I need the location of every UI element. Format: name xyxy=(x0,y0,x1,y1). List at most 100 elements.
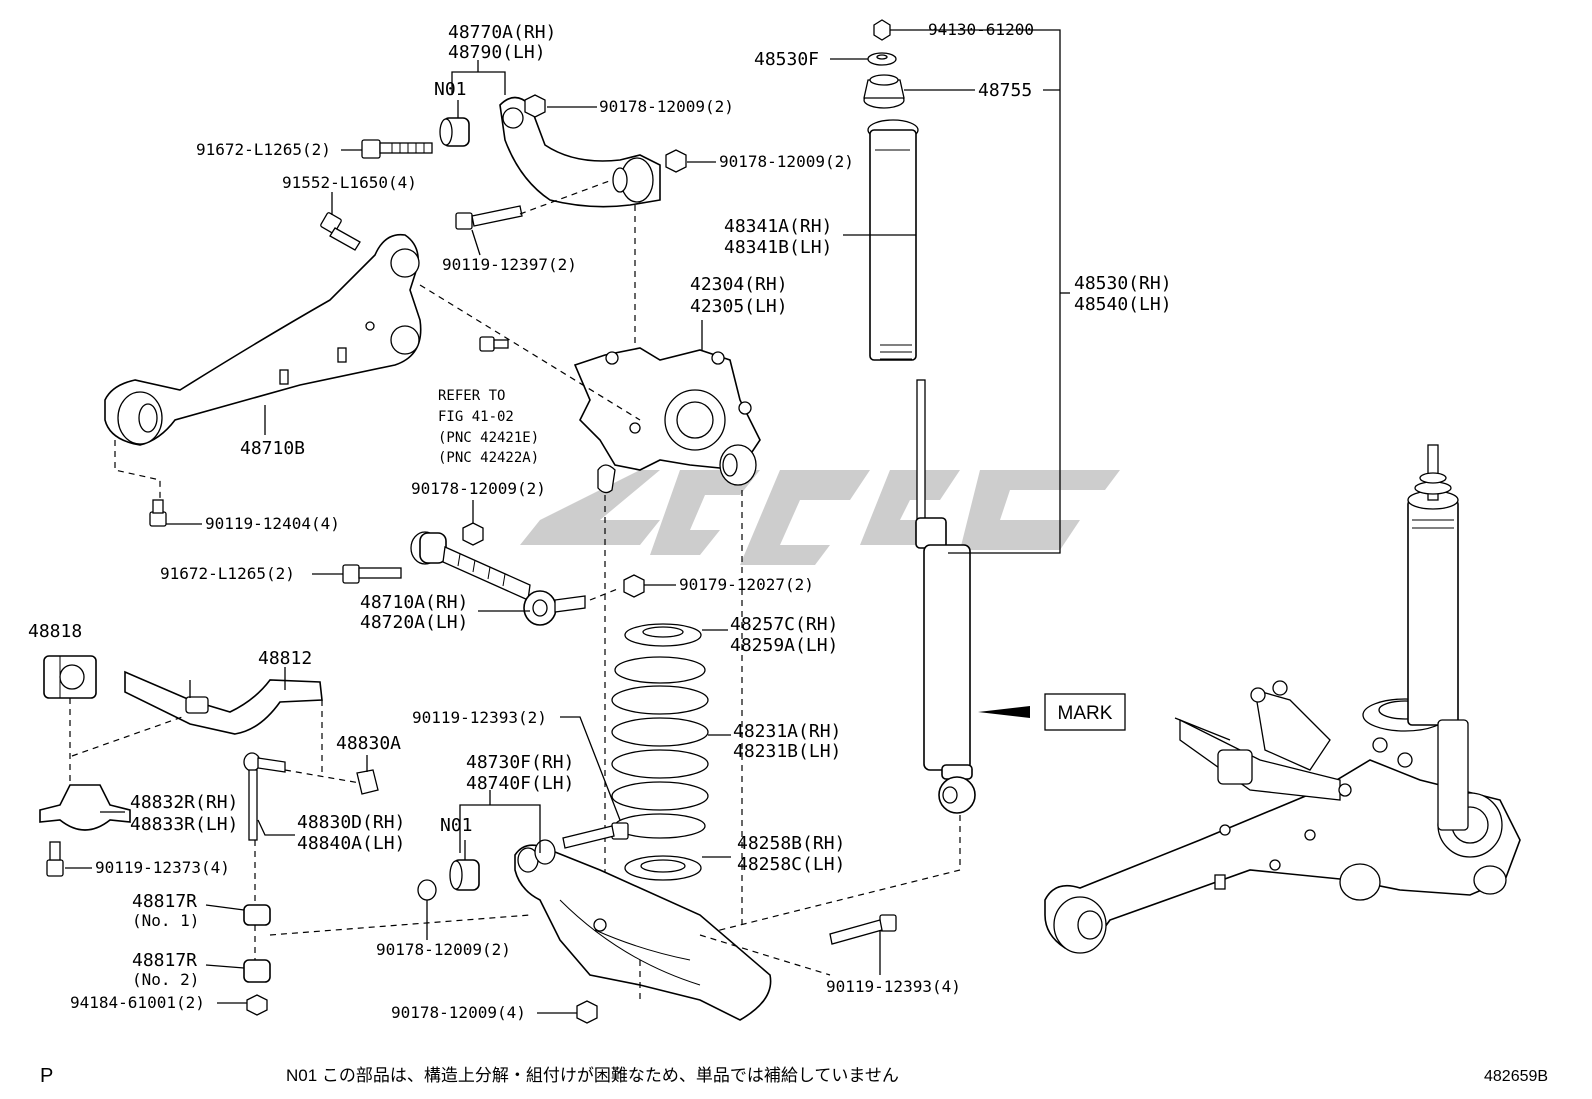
label-48258C: 48258C(LH) xyxy=(737,854,845,875)
label-48740F: 48740F(LH) xyxy=(466,773,574,794)
label-90178-c: 90178-12009(2) xyxy=(411,479,546,498)
label-90178-a: 90178-12009(2) xyxy=(599,97,734,116)
part-labels: 48770A(RH) 48790(LH) N01 90178-12009(2) … xyxy=(28,20,1172,1022)
stabilizer-link-48830D xyxy=(243,752,286,841)
footer: P N01 この部品は、構造上分解・組付けが困難なため、単品では補給していません… xyxy=(40,1065,1548,1087)
bolt-knuckle-ref xyxy=(479,336,509,352)
bushing-n01-top xyxy=(439,117,470,147)
nut-90179 xyxy=(623,574,645,598)
bolt-91672-top xyxy=(361,139,433,159)
label-48341B: 48341B(LH) xyxy=(724,237,832,258)
label-48830A: 48830A xyxy=(336,733,401,754)
label-42304: 42304(RH) xyxy=(690,274,788,295)
label-n01-top: N01 xyxy=(434,79,467,100)
bracket-48832R xyxy=(39,784,131,831)
mark-label: MARK xyxy=(1058,703,1113,724)
label-48812: 48812 xyxy=(258,648,312,669)
label-refer-4: (PNC 42422A) xyxy=(438,450,539,466)
label-90119-12404: 90119-12404(4) xyxy=(205,514,340,533)
label-91552: 91552-L1650(4) xyxy=(282,173,417,192)
label-48830D: 48830D(RH) xyxy=(297,812,405,833)
label-94184: 94184-61001(2) xyxy=(70,993,205,1012)
label-48258B: 48258B(RH) xyxy=(737,833,845,854)
bolt-90119-12393-a xyxy=(562,822,629,849)
dust-boot-48341A xyxy=(867,119,919,361)
label-48817R-2: 48817R xyxy=(132,950,197,971)
label-48730F: 48730F(RH) xyxy=(466,752,574,773)
label-48530F: 48530F xyxy=(754,49,819,70)
bolt-90119-12393-b xyxy=(829,914,897,945)
label-no1: (No. 1) xyxy=(132,911,199,930)
label-48720A: 48720A(LH) xyxy=(360,612,468,633)
label-48257C: 48257C(RH) xyxy=(730,614,838,635)
label-48710A: 48710A(RH) xyxy=(360,592,468,613)
label-48259A: 48259A(LH) xyxy=(730,635,838,656)
bolt-91552 xyxy=(320,212,361,251)
label-90178-e: 90178-12009(4) xyxy=(391,1003,526,1022)
bolt-90119-12373 xyxy=(46,841,64,877)
label-90179: 90179-12027(2) xyxy=(679,575,814,594)
cap-48830A xyxy=(356,769,379,795)
shock-nut-94130 xyxy=(873,19,891,41)
bolt-90119-12404 xyxy=(149,499,167,527)
label-refer-1: REFER TO xyxy=(438,388,505,404)
bolt-90119-12397 xyxy=(455,205,523,230)
label-90178-d: 90178-12009(2) xyxy=(376,940,511,959)
nut-90178-b xyxy=(665,149,687,173)
coil-spring-48231A xyxy=(611,656,709,839)
knuckle-42304 xyxy=(573,347,761,494)
label-48818: 48818 xyxy=(28,621,82,642)
label-48832R: 48832R(RH) xyxy=(130,792,238,813)
label-91672-b: 91672-L1265(2) xyxy=(160,564,295,583)
lateral-link-48710A xyxy=(410,531,586,626)
label-48790: 48790(LH) xyxy=(448,42,546,63)
lower-arm-48730F xyxy=(514,839,772,1021)
label-90178-b: 90178-12009(2) xyxy=(719,152,854,171)
figure-id: 482659B xyxy=(1484,1068,1548,1085)
trailing-arm-48710B xyxy=(104,233,422,446)
label-90119-12393-a: 90119-12393(2) xyxy=(412,708,547,727)
label-48817R-1: 48817R xyxy=(132,891,197,912)
label-48840A: 48840A(LH) xyxy=(297,833,405,854)
stabilizer-bar-48812 xyxy=(124,670,323,735)
footer-note: N01 この部品は、構造上分解・組付けが困難なため、単品では補給していません xyxy=(286,1066,899,1085)
nut-94184 xyxy=(246,994,268,1016)
bolt-91672-bottom xyxy=(342,564,402,584)
nut-90178-c xyxy=(462,522,484,546)
mark-callout: MARK xyxy=(1044,693,1126,731)
leader-lines xyxy=(65,29,1070,1014)
label-refer-2: FIG 41-02 xyxy=(438,409,514,425)
bushing-48817R-no1 xyxy=(243,904,271,926)
label-48231A: 48231A(RH) xyxy=(733,721,841,742)
label-48770A: 48770A(RH) xyxy=(448,22,556,43)
footer-left-code: P xyxy=(40,1065,53,1087)
bushing-n01-bottom xyxy=(449,859,480,891)
upper-control-arm xyxy=(499,96,661,208)
label-90119-12397: 90119-12397(2) xyxy=(442,255,577,274)
label-90119-12393-b: 90119-12393(4) xyxy=(826,977,961,996)
label-48833R: 48833R(LH) xyxy=(130,814,238,835)
nut-90178-a xyxy=(524,94,546,118)
label-48710B: 48710B xyxy=(240,438,305,459)
nut-90178-e xyxy=(576,1000,598,1024)
nut-90178-d xyxy=(417,879,437,901)
label-48530: 48530(RH) xyxy=(1074,273,1172,294)
label-48341A: 48341A(RH) xyxy=(724,216,832,237)
shock-absorber-48530 xyxy=(915,379,976,814)
label-no2: (No. 2) xyxy=(132,970,199,989)
label-48755: 48755 xyxy=(978,80,1032,101)
assembled-suspension-view xyxy=(1044,444,1521,954)
lower-spring-seat-48258B xyxy=(624,855,702,881)
washer-48530F xyxy=(867,52,897,66)
cushion-48755 xyxy=(863,74,905,109)
label-94130: 94130-61200 xyxy=(928,20,1034,39)
label-refer-3: (PNC 42421E) xyxy=(438,430,539,446)
label-48540: 48540(LH) xyxy=(1074,294,1172,315)
label-91672-a: 91672-L1265(2) xyxy=(196,140,331,159)
bushing-48817R-no2 xyxy=(243,959,271,983)
label-42305: 42305(LH) xyxy=(690,296,788,317)
label-n01-bottom: N01 xyxy=(440,815,473,836)
stabilizer-bushing-48818 xyxy=(43,655,97,699)
label-48231B: 48231B(LH) xyxy=(733,741,841,762)
